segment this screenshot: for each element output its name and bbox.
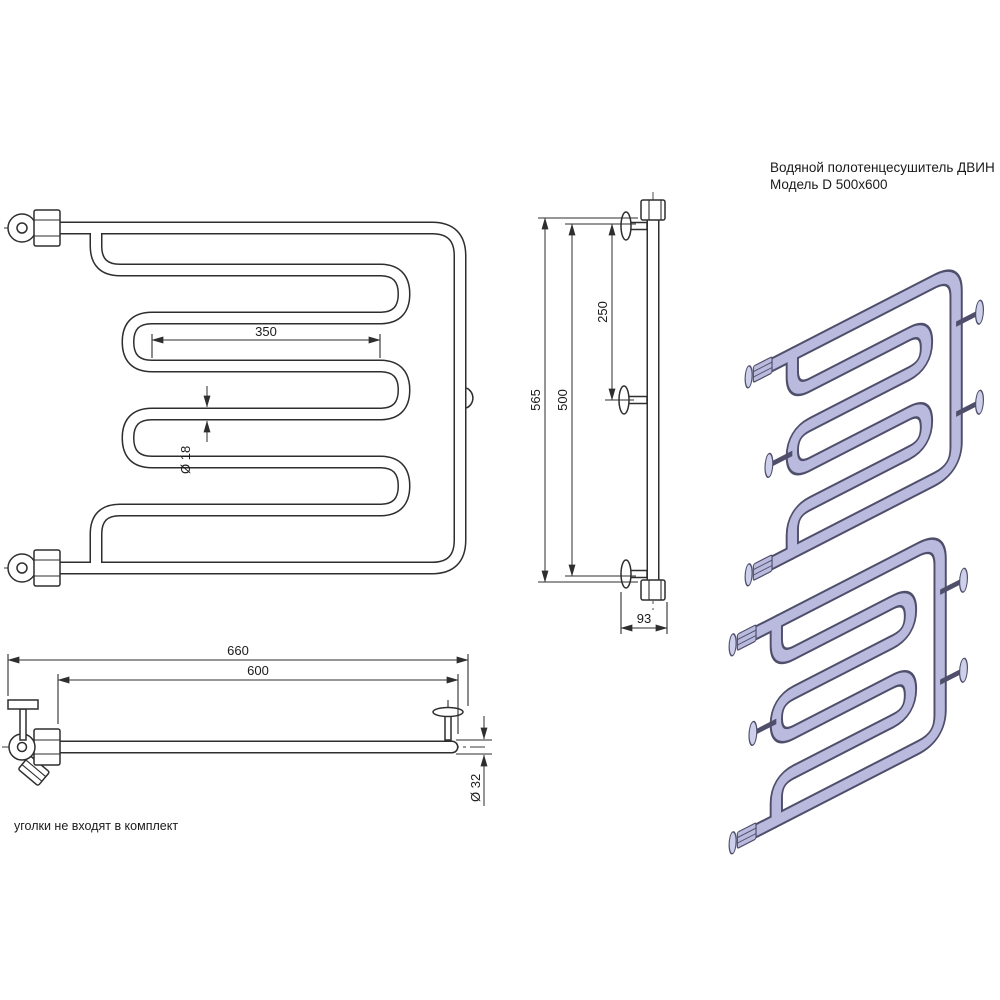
footnote: уголки не входят в комплект (14, 819, 178, 833)
air-vent (466, 387, 474, 409)
dimension-pipe-diameter-32: Ø 32 (456, 716, 492, 806)
dim-label-660: 660 (227, 643, 249, 658)
bracket-stem (19, 708, 27, 741)
drawing-title: Водяной полотенцесушитель ДВИН Модель D … (770, 160, 995, 192)
render-iso-top (745, 245, 983, 587)
dim-label-d18: Ø 18 (178, 446, 193, 474)
dimension-500: 500 (555, 223, 636, 577)
dimension-660: 660 (7, 643, 469, 706)
dim-label-350: 350 (255, 324, 277, 339)
dim-label-500: 500 (555, 389, 570, 411)
bottom-left-fittings (7, 699, 61, 786)
dimension-pipe-diameter-18: Ø 18 (178, 386, 211, 474)
side-top-fitting (620, 199, 666, 241)
wall-bracket-plate (7, 699, 39, 710)
dim-label-600: 600 (247, 663, 269, 678)
union-fitting-top (7, 209, 61, 247)
corner-union-nut (18, 755, 50, 786)
dimension-250: 250 (595, 223, 634, 401)
side-view: 565 500 250 93 (528, 192, 668, 634)
dim-label-d32: Ø 32 (468, 774, 483, 802)
union-fitting-bottom (7, 549, 61, 587)
product-model: Модель D 500x600 (770, 177, 888, 192)
dim-label-250: 250 (595, 301, 610, 323)
wall-bracket-top (620, 211, 632, 241)
dimension-600: 600 (57, 663, 459, 734)
dim-label-565: 565 (528, 389, 543, 411)
side-bottom-fitting (620, 559, 666, 601)
product-title: Водяной полотенцесушитель ДВИН (770, 160, 995, 175)
bottom-view: 660 600 Ø 32 уголки не входят в комплект (2, 643, 492, 833)
wall-bracket-bottom (620, 559, 632, 589)
dimension-93: 93 (620, 592, 668, 634)
front-view: 350 Ø 18 (4, 209, 474, 587)
dimension-565: 565 (528, 217, 638, 583)
bottom-right-bracket (432, 700, 464, 741)
dim-label-93: 93 (637, 611, 651, 626)
front-serpentine-pipe (89, 228, 411, 568)
dimension-350: 350 (151, 324, 381, 358)
